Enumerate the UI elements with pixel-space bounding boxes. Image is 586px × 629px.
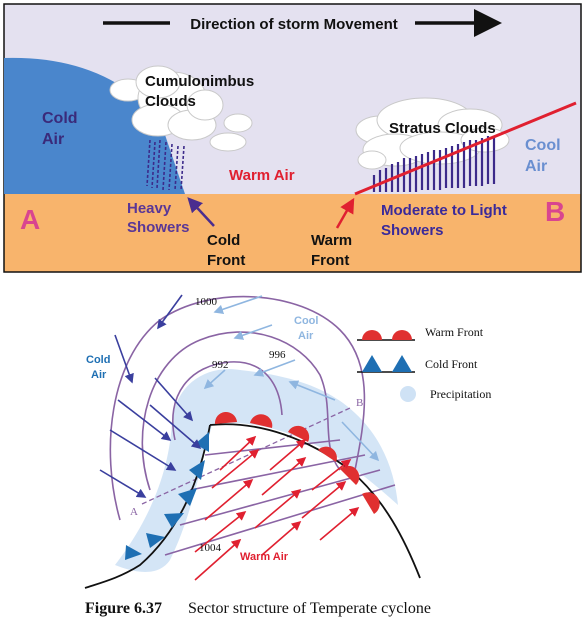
direction-label: Direction of storm Movement	[190, 16, 398, 33]
warm-front-symbols	[214, 411, 380, 514]
cold-air-arrows	[99, 294, 202, 498]
cold-air-label-line1: Cold	[42, 110, 78, 127]
point-b-label: B	[545, 196, 565, 227]
cold-front-label-line2: Front	[207, 252, 245, 269]
legend-warm-symbol-1	[362, 330, 382, 340]
isobar-label-1000: 1000	[195, 296, 218, 308]
legend-cold-symbol-2	[392, 355, 412, 372]
isobars	[109, 295, 396, 556]
isobar-label-992: 992	[212, 359, 229, 371]
plan-warm-air-label: Warm Air	[240, 551, 289, 563]
legend: Warm Front Cold Front Precipitation	[357, 325, 491, 402]
point-a-label: A	[20, 204, 40, 235]
heavy-showers-line1: Heavy	[127, 200, 172, 217]
cool-air-arrows	[203, 295, 380, 462]
heavy-shower-lines	[146, 139, 185, 191]
warm-front-label-line2: Front	[311, 252, 349, 269]
warm-front-label-line1: Warm	[311, 232, 352, 249]
isobar-992	[172, 361, 283, 441]
isobar-1004-d	[204, 439, 341, 456]
caption-text: Sector structure of Temperate cyclone	[188, 600, 431, 617]
cold-air-mass	[4, 57, 185, 194]
isobar-label-996: 996	[269, 349, 286, 361]
isobar-1000	[109, 295, 366, 521]
moderate-showers-line2: Showers	[381, 222, 444, 239]
plan-cold-air-line2: Air	[91, 369, 107, 381]
plan-cool-air-line1: Cool	[294, 315, 318, 327]
legend-warm-symbol-2	[392, 330, 412, 340]
legend-precipitation-label: Precipitation	[430, 387, 491, 401]
cold-front-symbols	[125, 432, 209, 560]
cold-front-pointer-arrow	[187, 197, 215, 227]
legend-cold-symbol-1	[362, 355, 382, 372]
plan-cool-air-line2: Air	[298, 330, 314, 342]
warm-front-line	[354, 101, 577, 196]
cold-front-label-line1: Cold	[207, 232, 240, 249]
legend-cold-front-label: Cold Front	[425, 357, 478, 371]
plan-cold-air-line1: Cold	[86, 354, 110, 366]
cool-air-label-line1: Cool	[525, 137, 561, 154]
moderate-showers-line1: Moderate to Light	[381, 202, 507, 219]
heavy-showers-line2: Showers	[127, 219, 190, 236]
cumulonimbus-cloud	[109, 65, 253, 152]
plan-label-a: A	[130, 506, 138, 518]
figure-caption: Figure 6.37 Sector structure of Temperat…	[85, 600, 431, 617]
section-line-a-b	[141, 407, 351, 505]
cool-air-label-line2: Air	[525, 158, 547, 175]
stratus-label: Stratus Clouds	[389, 120, 496, 137]
plan-label-b: B	[356, 397, 363, 409]
warm-air-label: Warm Air	[229, 167, 295, 184]
isobar-1004-a	[164, 484, 396, 556]
isobar-1004-b	[179, 469, 381, 526]
caption-figure-number: Figure 6.37	[85, 600, 162, 617]
isobar-label-1004: 1004	[199, 542, 222, 554]
ground-band	[4, 194, 581, 272]
cold-air-label-line2: Air	[42, 131, 64, 148]
legend-precipitation-symbol	[400, 386, 416, 402]
warm-front-pointer-arrow	[335, 197, 355, 229]
legend-warm-front-label: Warm Front	[425, 325, 484, 339]
plan-view: A B	[84, 294, 421, 589]
cumulonimbus-label-line2: Clouds	[145, 93, 196, 110]
cumulonimbus-label-line1: Cumulonimbus	[145, 73, 254, 90]
warm-air-arrows	[194, 435, 360, 581]
cross-section: Direction of storm Movement Cumulonimbus…	[3, 3, 582, 273]
